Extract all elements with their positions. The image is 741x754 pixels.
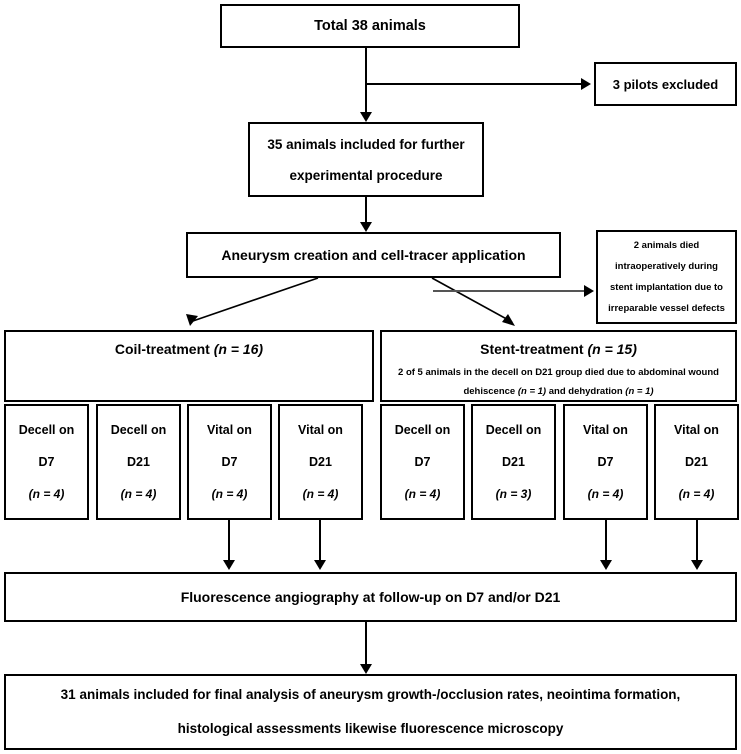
- node-fluorescence-angiography-label: Fluorescence angiography at follow-up on…: [180, 589, 561, 605]
- subgroup-box-coil-vital-d21: Vital on D21 (n = 4): [278, 404, 363, 520]
- arrowhead-stent-vital-d21-to-fluorescence: [691, 560, 703, 570]
- coil-treatment-title: Coil-treatment (n = 16): [114, 341, 264, 357]
- connector-aneurysm-to-died: [433, 290, 585, 292]
- node-animals-died-line1: 2 animals died: [633, 240, 700, 251]
- subgroup-count: (n = 4): [587, 487, 624, 501]
- node-animals-died-intraop: 2 animals died intraoperatively during s…: [596, 230, 737, 324]
- subgroup-count: (n = 4): [404, 487, 441, 501]
- arrowhead-coil-vital-d7-to-fluorescence: [223, 560, 235, 570]
- arrowhead-stent-vital-d7-to-fluorescence: [600, 560, 612, 570]
- node-animals-included: 35 animals included for further experime…: [248, 122, 484, 197]
- node-total-animals-label: Total 38 animals: [314, 18, 426, 34]
- node-final-analysis-line1: 31 animals included for final analysis o…: [60, 687, 681, 702]
- connector-coil-vital-d21-to-fluorescence: [319, 520, 321, 562]
- subgroup-day: D21: [309, 455, 332, 469]
- node-stent-treatment-group: Stent-treatment (n = 15) 2 of 5 animals …: [380, 330, 737, 402]
- connector-stent-vital-d21-to-fluorescence: [696, 520, 698, 562]
- arrowhead-included-to-aneurysm: [360, 222, 372, 232]
- connector-stent-vital-d7-to-fluorescence: [605, 520, 607, 562]
- subgroup-box-coil-decell-d7: Decell on D7 (n = 4): [4, 404, 89, 520]
- node-fluorescence-angiography: Fluorescence angiography at follow-up on…: [4, 572, 737, 622]
- subgroup-day: D21: [685, 455, 708, 469]
- subgroup-count: (n = 4): [211, 487, 248, 501]
- node-aneurysm-creation: Aneurysm creation and cell-tracer applic…: [186, 232, 561, 278]
- subgroup-day: D7: [221, 455, 238, 469]
- subgroup-type: Decell on: [110, 423, 167, 437]
- subgroup-type: Vital on: [298, 423, 343, 437]
- node-coil-treatment-group: Coil-treatment (n = 16): [4, 330, 374, 402]
- stent-treatment-note-line2: dehiscence (n = 1) and dehydration (n = …: [463, 386, 654, 397]
- node-animals-died-line3: stent implantation due to: [610, 282, 723, 293]
- subgroup-day: D7: [597, 455, 614, 469]
- subgroup-count: (n = 3): [495, 487, 532, 501]
- subgroup-box-stent-vital-d21: Vital on D21 (n = 4): [654, 404, 739, 520]
- arrowhead-aneurysm-to-died: [584, 285, 594, 297]
- node-final-analysis-line2: histological assessments likewise fluore…: [177, 721, 564, 736]
- connector-aneurysm-branches: [186, 277, 515, 326]
- node-pilots-excluded-label: 3 pilots excluded: [612, 76, 719, 92]
- connector-included-to-aneurysm: [365, 197, 367, 222]
- subgroup-box-stent-decell-d7: Decell on D7 (n = 4): [380, 404, 465, 520]
- subgroup-day: D21: [127, 455, 150, 469]
- node-total-animals: Total 38 animals: [220, 4, 520, 48]
- subgroup-count: (n = 4): [678, 487, 715, 501]
- node-animals-included-line1: 35 animals included for further: [267, 136, 465, 152]
- subgroup-type: Decell on: [394, 423, 451, 437]
- arrowhead-total-to-pilots: [581, 78, 591, 90]
- subgroup-day: D21: [502, 455, 525, 469]
- subgroup-type: Decell on: [18, 423, 75, 437]
- subgroup-type: Vital on: [207, 423, 252, 437]
- subgroup-box-stent-decell-d21: Decell on D21 (n = 3): [471, 404, 556, 520]
- node-animals-included-line2: experimental procedure: [289, 167, 443, 183]
- subgroup-box-coil-vital-d7: Vital on D7 (n = 4): [187, 404, 272, 520]
- connector-total-to-pilots: [365, 83, 581, 85]
- node-pilots-excluded: 3 pilots excluded: [594, 62, 737, 106]
- arrowhead-total-to-included: [360, 112, 372, 122]
- subgroup-type: Decell on: [485, 423, 542, 437]
- node-animals-died-line2: intraoperatively during: [615, 261, 718, 272]
- connector-fluorescence-to-final: [365, 622, 367, 666]
- connector-coil-vital-d7-to-fluorescence: [228, 520, 230, 562]
- subgroup-type: Vital on: [674, 423, 719, 437]
- node-final-analysis: 31 animals included for final analysis o…: [4, 674, 737, 750]
- subgroup-count: (n = 4): [28, 487, 65, 501]
- stent-treatment-title: Stent-treatment (n = 15): [480, 341, 637, 357]
- subgroup-box-stent-vital-d7: Vital on D7 (n = 4): [563, 404, 648, 520]
- subgroup-type: Vital on: [583, 423, 628, 437]
- subgroup-day: D7: [38, 455, 55, 469]
- node-animals-died-line4: irreparable vessel defects: [608, 303, 725, 314]
- subgroup-day: D7: [414, 455, 431, 469]
- arrowhead-coil-vital-d21-to-fluorescence: [314, 560, 326, 570]
- subgroup-count: (n = 4): [302, 487, 339, 501]
- stent-treatment-note-line1: 2 of 5 animals in the decell on D21 grou…: [398, 367, 719, 378]
- subgroup-count: (n = 4): [120, 487, 157, 501]
- arrowhead-fluorescence-to-final: [360, 664, 372, 674]
- subgroup-box-coil-decell-d21: Decell on D21 (n = 4): [96, 404, 181, 520]
- node-aneurysm-creation-label: Aneurysm creation and cell-tracer applic…: [221, 247, 526, 263]
